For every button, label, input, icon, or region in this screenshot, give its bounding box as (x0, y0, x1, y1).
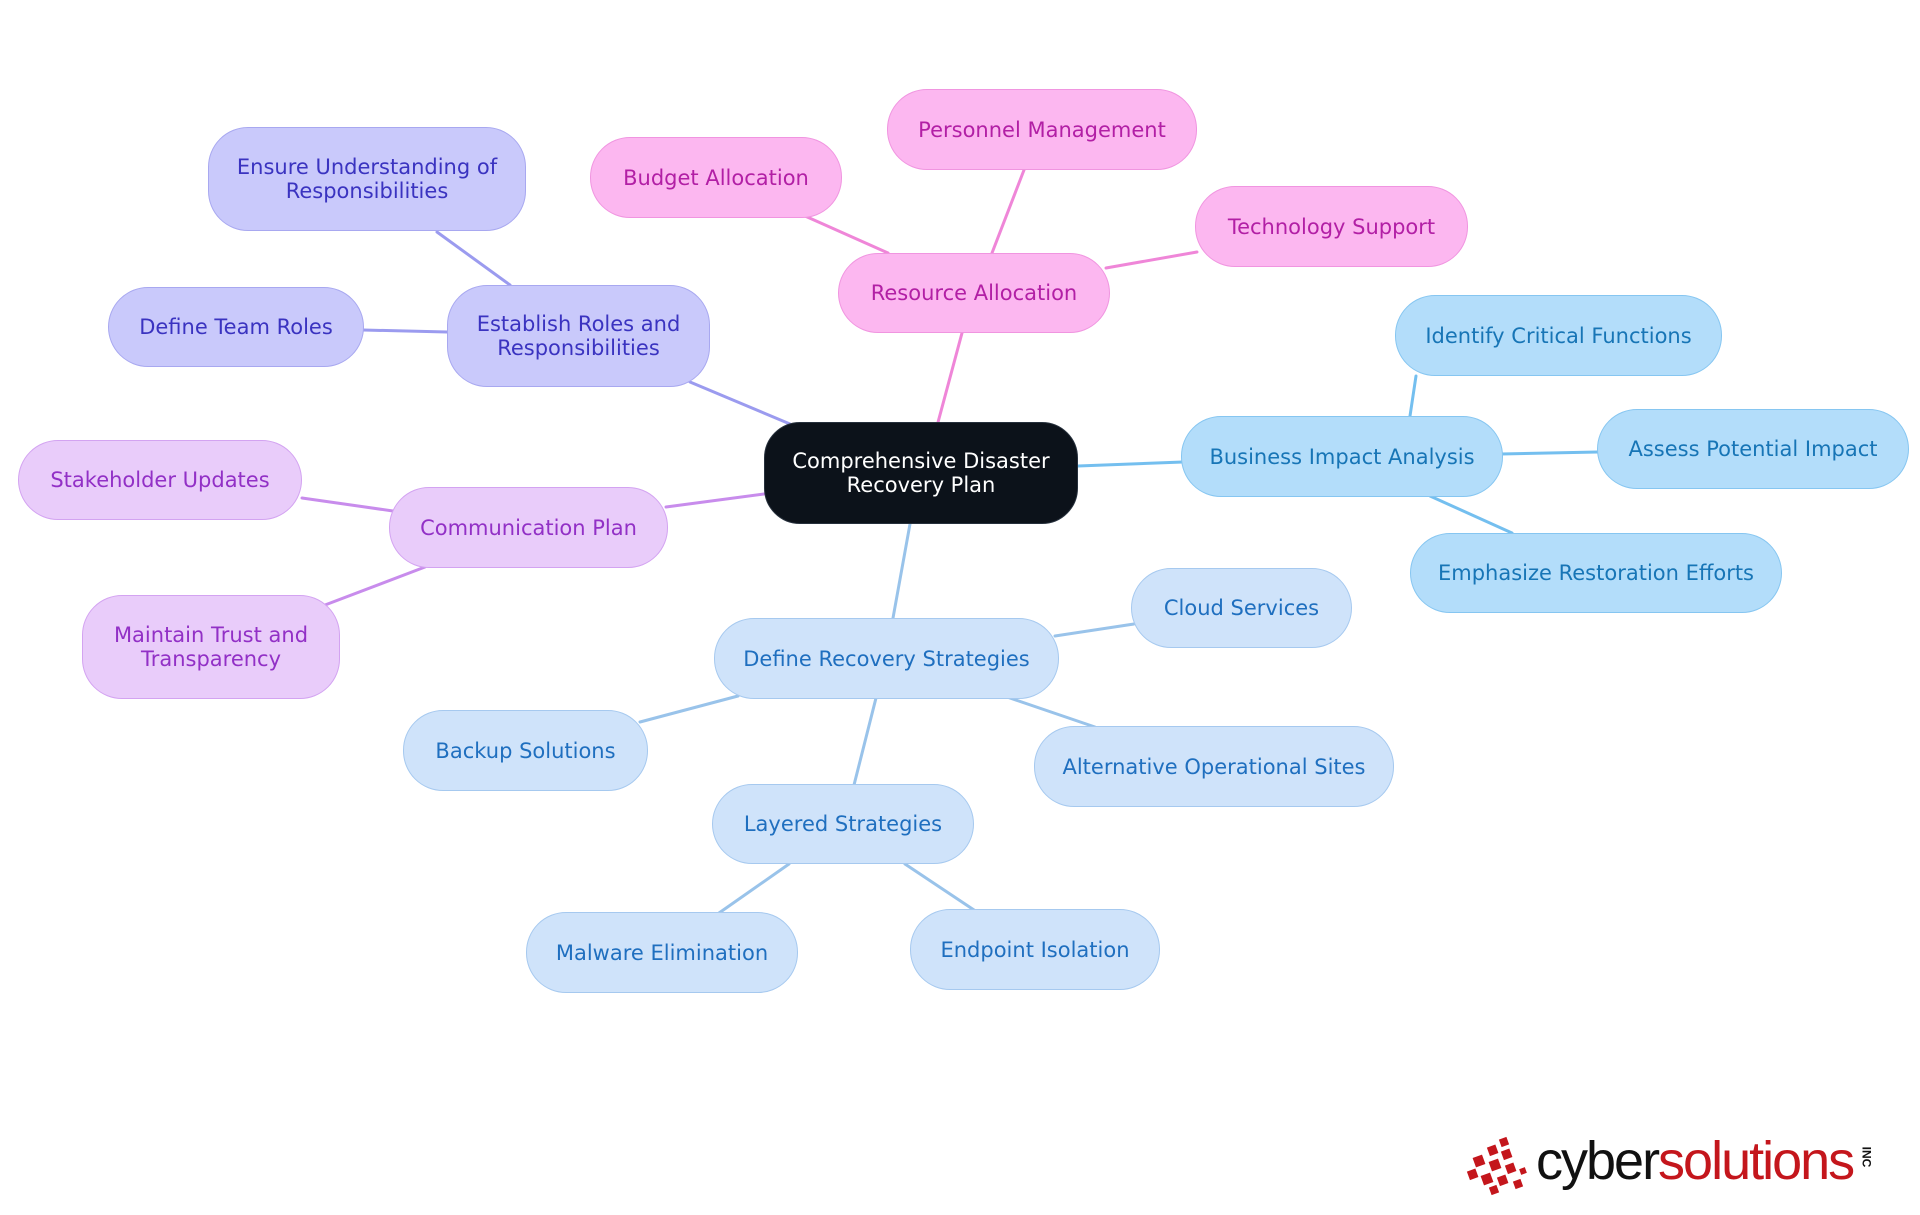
branch-resource-label: Resource Allocation (870, 281, 1078, 305)
root-node[interactable]: Comprehensive Disaster Recovery Plan (764, 422, 1078, 524)
leaf-ensure-understanding-label: Ensure Understanding of Responsibilities (236, 155, 498, 203)
leaf-stakeholder-updates-label: Stakeholder Updates (50, 468, 270, 492)
leaf-define-team-roles-label: Define Team Roles (139, 315, 333, 339)
connector-layered-malware (717, 862, 791, 915)
logo-text-cyber: cyber (1536, 1131, 1660, 1191)
leaf-emphasize-restoration-node[interactable]: Emphasize Restoration Efforts (1410, 533, 1782, 613)
connector-branch-comm (664, 492, 766, 509)
leaf-identify-critical-node[interactable]: Identify Critical Functions (1395, 295, 1722, 376)
leaf-stakeholder-updates-node[interactable]: Stakeholder Updates (18, 440, 302, 520)
leaf-malware-elimination-label: Malware Elimination (555, 940, 769, 965)
connector-branch-recovery (891, 522, 912, 620)
connector-bia-emphasize (1428, 494, 1514, 535)
branch-communication-label: Communication Plan (420, 515, 637, 540)
branch-recovery-label: Define Recovery Strategies (743, 646, 1030, 671)
leaf-budget-allocation-node[interactable]: Budget Allocation (590, 137, 842, 218)
leaf-assess-impact-node[interactable]: Assess Potential Impact (1597, 409, 1909, 489)
leaf-endpoint-isolation-node[interactable]: Endpoint Isolation (910, 909, 1160, 990)
connector-branch-resource (935, 331, 964, 428)
leaf-maintain-trust-node[interactable]: Maintain Trust and Transparency (82, 595, 340, 699)
branch-resource-node[interactable]: Resource Allocation (838, 253, 1110, 333)
leaf-endpoint-isolation-label: Endpoint Isolation (940, 937, 1130, 962)
connector-comm-stakeholder (300, 496, 395, 513)
connector-rec-layered (852, 696, 878, 787)
connector-resource-tech (1104, 250, 1199, 270)
leaf-backup-solutions-label: Backup Solutions (435, 738, 616, 763)
leaf-assess-impact-label: Assess Potential Impact (1628, 437, 1878, 461)
logo-wordmark: cybersolutions (1536, 1126, 1855, 1196)
leaf-cloud-services-node[interactable]: Cloud Services (1131, 568, 1352, 648)
leaf-maintain-trust-label: Maintain Trust and Transparency (113, 623, 309, 671)
leaf-cloud-services-label: Cloud Services (1163, 596, 1320, 620)
leaf-technology-support-node[interactable]: Technology Support (1195, 186, 1468, 267)
branch-recovery-node[interactable]: Define Recovery Strategies (714, 618, 1059, 699)
leaf-identify-critical-label: Identify Critical Functions (1425, 323, 1692, 348)
cybersolutions-logo: cybersolutions INC (1466, 1126, 1886, 1200)
connector-resource-budget (803, 214, 890, 255)
root-label: Comprehensive Disaster Recovery Plan (792, 449, 1050, 497)
leaf-layered-strategies-label: Layered Strategies (743, 812, 943, 836)
leaf-personnel-management-node[interactable]: Personnel Management (887, 89, 1197, 170)
connector-layered-endpoint (903, 862, 979, 914)
connector-roles-team (361, 328, 449, 334)
leaf-personnel-management-label: Personnel Management (918, 117, 1166, 142)
leaf-ensure-understanding-node[interactable]: Ensure Understanding of Responsibilities (208, 127, 526, 231)
branch-roles-node[interactable]: Establish Roles and Responsibilities (447, 285, 710, 387)
logo-inc: INC (1859, 1146, 1874, 1168)
branch-bia-label: Business Impact Analysis (1209, 444, 1475, 469)
leaf-budget-allocation-label: Budget Allocation (623, 165, 809, 190)
branch-communication-node[interactable]: Communication Plan (389, 487, 668, 568)
leaf-emphasize-restoration-label: Emphasize Restoration Efforts (1437, 561, 1754, 585)
connector-bia-identify (1408, 374, 1418, 418)
leaf-malware-elimination-node[interactable]: Malware Elimination (526, 912, 798, 993)
connector-rec-backup (638, 694, 740, 724)
connector-bia-assess (1499, 450, 1600, 456)
connector-branch-roles (688, 380, 792, 426)
branch-bia-node[interactable]: Business Impact Analysis (1181, 416, 1503, 497)
logo-text-solutions: solutions (1658, 1131, 1855, 1191)
branch-roles-label: Establish Roles and Responsibilities (476, 312, 681, 360)
connector-rec-cloud (1053, 622, 1136, 638)
leaf-define-team-roles-node[interactable]: Define Team Roles (108, 287, 364, 367)
connector-branch-bia (1076, 460, 1185, 468)
leaf-alternative-sites-label: Alternative Operational Sites (1062, 754, 1366, 779)
logo-pixel-icon (1466, 1136, 1527, 1196)
connector-rec-alt (1005, 695, 1097, 729)
leaf-layered-strategies-node[interactable]: Layered Strategies (712, 784, 974, 864)
leaf-backup-solutions-node[interactable]: Backup Solutions (403, 710, 648, 791)
connector-resource-personnel (990, 168, 1026, 255)
leaf-technology-support-label: Technology Support (1227, 214, 1436, 239)
connector-roles-ensure (435, 230, 512, 287)
connector-comm-trust (323, 565, 427, 607)
leaf-alternative-sites-node[interactable]: Alternative Operational Sites (1034, 726, 1394, 807)
